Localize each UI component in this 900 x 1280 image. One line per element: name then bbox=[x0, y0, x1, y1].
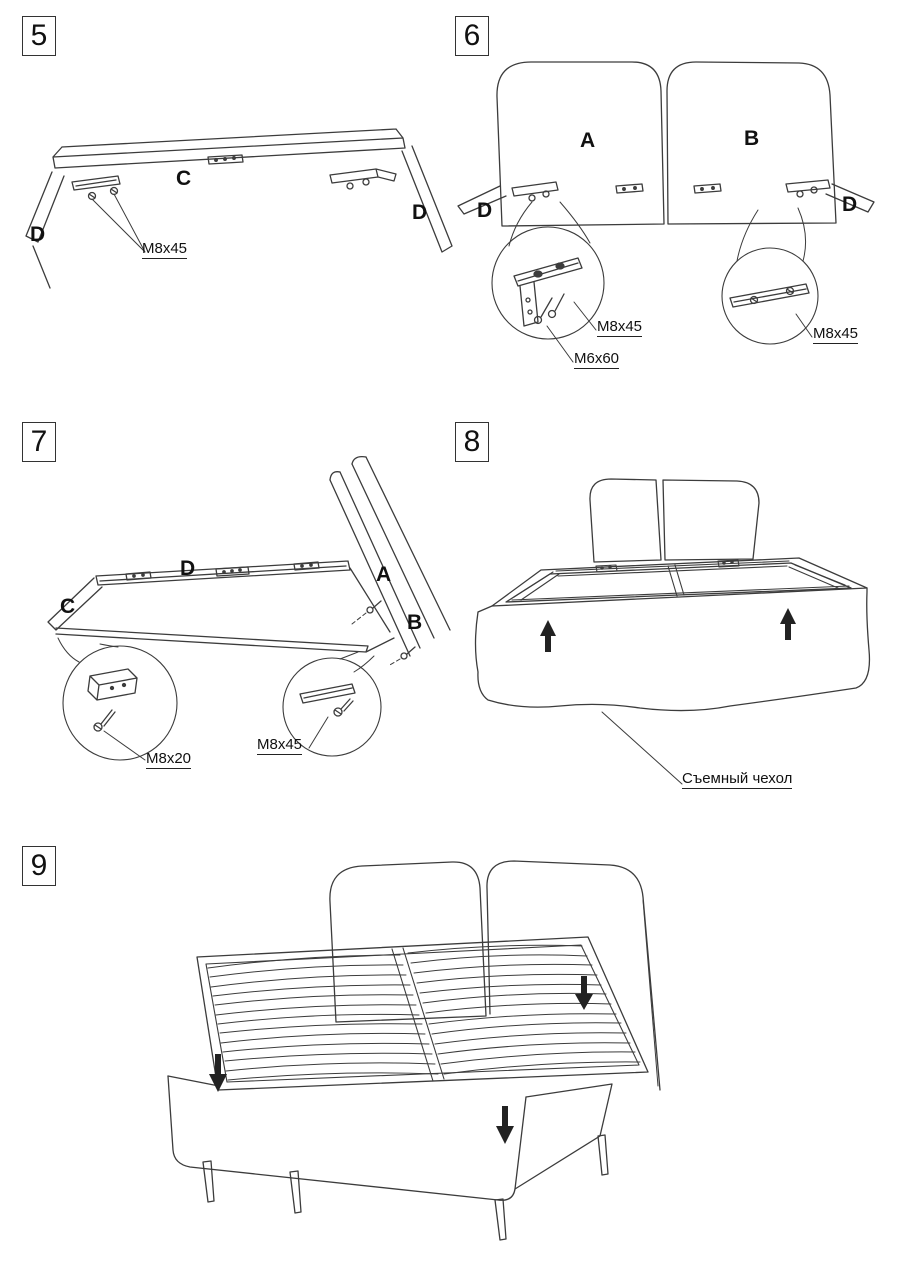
step-number-9: 9 bbox=[22, 846, 56, 886]
headboard-panel-a bbox=[496, 61, 665, 227]
side-rail-c-drawing bbox=[47, 577, 103, 631]
part-label-d-left: D bbox=[30, 223, 46, 246]
corner-bracket-left bbox=[71, 175, 121, 201]
part-label-d: D bbox=[180, 557, 196, 580]
up-arrow bbox=[540, 608, 796, 652]
cover-leader-line bbox=[601, 711, 683, 785]
screw-callout-m8x45: M8x45 bbox=[142, 240, 188, 260]
step-number-7: 7 bbox=[22, 422, 56, 462]
interior-frame-rails bbox=[511, 559, 850, 601]
part-label-b: B bbox=[407, 611, 423, 634]
headboard-panels-edge-view bbox=[329, 456, 451, 657]
headboard-panel-b bbox=[666, 61, 837, 225]
screw-callout-m8x45: M8x45 bbox=[257, 736, 303, 756]
screw-leader-lines bbox=[546, 301, 813, 363]
headboard-panels bbox=[329, 860, 661, 1091]
part-label-d-left: D bbox=[477, 199, 493, 222]
center-hinge-plate bbox=[207, 154, 244, 165]
step5-art bbox=[25, 128, 453, 289]
step7-art bbox=[47, 456, 451, 761]
part-label-c: C bbox=[176, 167, 192, 190]
corner-bracket-right bbox=[329, 168, 397, 190]
bed-legs bbox=[202, 1134, 609, 1241]
zoom-circle-corner-screw bbox=[282, 651, 382, 757]
step9-art bbox=[167, 860, 661, 1241]
screw-callout-m8x45-right: M8x45 bbox=[813, 325, 859, 345]
bolt-callout-m6x60: M6x60 bbox=[574, 350, 620, 370]
floating-bolts bbox=[351, 600, 416, 667]
side-rail-d-left-drawing bbox=[457, 181, 559, 215]
screw-leader-lines bbox=[91, 193, 146, 253]
screw-callout-m8x45-left: M8x45 bbox=[597, 318, 643, 338]
rail-c-drawing bbox=[52, 128, 406, 169]
headboard-panels bbox=[589, 478, 760, 563]
part-label-d-right: D bbox=[412, 201, 428, 224]
fabric-cover-skirt bbox=[474, 587, 871, 712]
upholstered-base bbox=[167, 1075, 613, 1201]
panel-hinge-plates bbox=[615, 183, 722, 194]
step-number-5: 5 bbox=[22, 16, 56, 56]
part-label-d-right: D bbox=[842, 193, 858, 216]
side-rail-d-left-drawing bbox=[25, 171, 65, 289]
zoom-circle-bracket bbox=[491, 201, 605, 340]
bed-slats bbox=[207, 944, 641, 1081]
down-arrow bbox=[209, 976, 593, 1144]
part-label-b: B bbox=[744, 127, 760, 150]
side-rail-d-right-drawing bbox=[401, 145, 453, 253]
removable-cover-label: Съемный чехол bbox=[682, 770, 793, 790]
screw-leader-lines bbox=[103, 716, 329, 761]
step-number-8: 8 bbox=[455, 422, 489, 462]
slatted-base-frame bbox=[196, 936, 649, 1091]
step8-art bbox=[474, 478, 871, 785]
step6-art bbox=[457, 61, 875, 363]
part-label-a: A bbox=[580, 129, 596, 152]
back-rail-d-drawing bbox=[95, 560, 351, 586]
step-number-6: 6 bbox=[455, 16, 489, 56]
side-rail-d-right-drawing bbox=[785, 179, 875, 213]
screw-callout-m8x20: M8x20 bbox=[146, 750, 192, 770]
part-label-c: C bbox=[60, 595, 76, 618]
zoom-circle-rail bbox=[721, 207, 819, 345]
front-rail-drawing bbox=[55, 567, 395, 653]
zoom-circle-center-bracket bbox=[57, 637, 178, 761]
part-label-a: A bbox=[376, 563, 392, 586]
